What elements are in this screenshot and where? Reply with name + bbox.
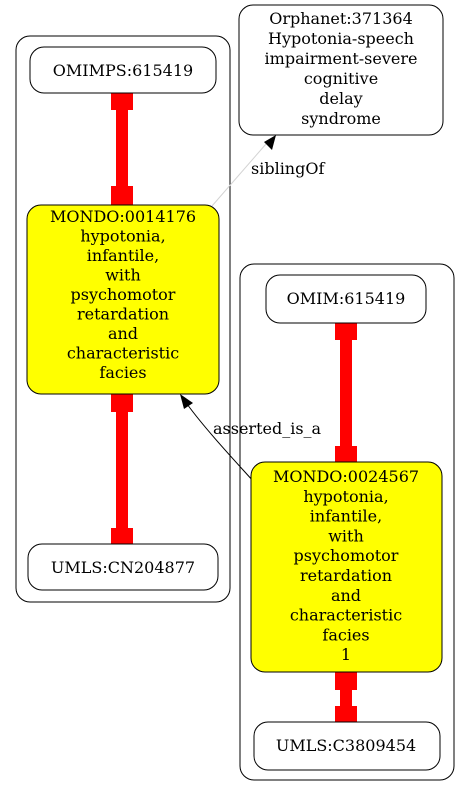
node-label-line: infantile, xyxy=(87,246,159,265)
node-label-line: hypotonia, xyxy=(80,227,165,246)
node-label-line: MONDO:0024567 xyxy=(273,467,419,486)
node-label-line: syndrome xyxy=(301,109,381,128)
edge-end-marker xyxy=(335,668,357,690)
node-label-line: retardation xyxy=(77,305,169,324)
node-label-line: characteristic xyxy=(67,344,179,363)
node-label-line: Orphanet:371364 xyxy=(269,9,413,28)
node-label-line: hypotonia, xyxy=(303,487,388,506)
node-label-line: OMIMPS:615419 xyxy=(53,61,193,80)
node-label-line: UMLS:C3809454 xyxy=(276,736,416,755)
node-label-line: and xyxy=(331,586,361,605)
node-label-line: with xyxy=(105,266,141,285)
node-label-line: and xyxy=(108,324,138,343)
arrowhead xyxy=(180,394,193,409)
cluster-left xyxy=(15,35,231,603)
node-label-line: retardation xyxy=(300,566,392,585)
node-umls-cn204877[interactable]: UMLS:CN204877 xyxy=(27,543,219,591)
cluster-right xyxy=(239,263,455,781)
edge-sibling-of: siblingOf xyxy=(211,135,325,207)
node-label-line: 1 xyxy=(341,645,351,664)
node-label-line: with xyxy=(328,526,364,545)
edge-asserted-is-a: asserted_is_a xyxy=(180,394,322,483)
node-umls-c3809454[interactable]: UMLS:C3809454 xyxy=(253,721,441,771)
svg-text:OMIM:615419: OMIM:615419 xyxy=(287,289,406,308)
svg-text:OMIMPS:615419: OMIMPS:615419 xyxy=(53,61,193,80)
node-label-line: OMIM:615419 xyxy=(287,289,406,308)
node-label-line: cognitive xyxy=(304,69,378,88)
node-label-line: MONDO:0014176 xyxy=(50,207,196,226)
svg-text:UMLS:CN204877: UMLS:CN204877 xyxy=(51,558,195,577)
edge-label-sibling-of: siblingOf xyxy=(251,159,325,178)
node-label-line: UMLS:CN204877 xyxy=(51,558,195,577)
node-label-line: Hypotonia-speech xyxy=(268,29,414,48)
node-label-line: psychomotor xyxy=(71,285,176,304)
edge-mondo-0024567-to-umls-c3809454 xyxy=(335,668,357,728)
edge-omim-to-mondo-0024567 xyxy=(335,318,357,468)
node-label-line: characteristic xyxy=(290,606,402,625)
edge-end-marker xyxy=(111,186,133,208)
node-label-line: psychomotor xyxy=(294,546,399,565)
edge-omimps-to-mondo-0014176 xyxy=(111,88,133,208)
edge-label-asserted-is-a: asserted_is_a xyxy=(213,419,322,438)
node-label-line: facies xyxy=(322,625,369,644)
edge-end-marker xyxy=(111,390,133,412)
node-label-line: infantile, xyxy=(310,507,382,526)
svg-text:UMLS:C3809454: UMLS:C3809454 xyxy=(276,736,416,755)
edge-mondo-0014176-to-umls-cn204877 xyxy=(111,390,133,550)
arrowhead xyxy=(264,135,276,150)
node-label-line: impairment-severe xyxy=(265,49,418,68)
node-label-line: facies xyxy=(99,363,146,382)
node-omim-615419[interactable]: OMIM:615419 xyxy=(265,274,427,324)
node-label-line: delay xyxy=(319,89,362,108)
node-omimps-615419[interactable]: OMIMPS:615419 xyxy=(29,46,217,94)
